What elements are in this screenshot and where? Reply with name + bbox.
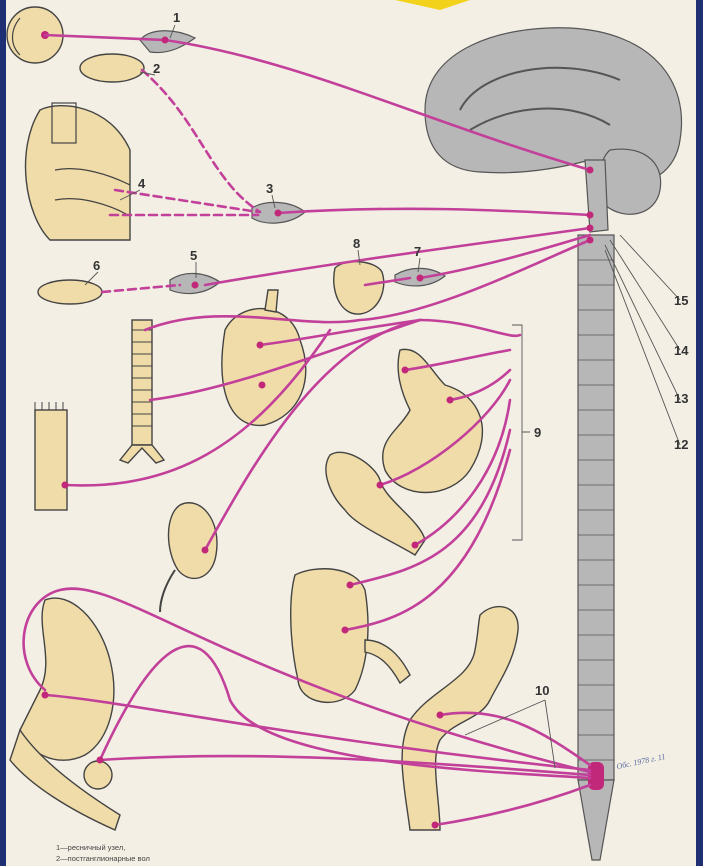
yellow-pointer-mark xyxy=(395,0,470,10)
stomach xyxy=(383,349,483,492)
caption-line-2: 2—постганглионарные вол xyxy=(56,854,150,863)
heart xyxy=(222,309,306,426)
cauda-equina xyxy=(578,780,614,860)
aorta xyxy=(265,290,278,312)
label-14: 14 xyxy=(674,343,689,358)
caption-line-1: 1—ресничный узел, xyxy=(56,843,125,852)
label-3: 3 xyxy=(266,181,273,196)
label-7: 7 xyxy=(414,244,421,259)
label-13: 13 xyxy=(674,391,688,406)
ureter xyxy=(160,570,175,612)
label-6: 6 xyxy=(93,258,100,273)
label-2: 2 xyxy=(153,61,160,76)
spinal-segments xyxy=(578,260,614,760)
label-12: 12 xyxy=(674,437,688,452)
spinal-cord xyxy=(578,235,614,780)
prostate xyxy=(84,761,112,789)
label-5: 5 xyxy=(190,248,197,263)
skin-section xyxy=(35,402,67,510)
appendix xyxy=(365,640,410,683)
label-8: 8 xyxy=(353,236,360,251)
parotid-gland xyxy=(38,280,102,304)
cerebellum xyxy=(599,149,661,214)
label-10: 10 xyxy=(535,683,549,698)
label-9: 9 xyxy=(534,425,541,440)
submandibular-gland xyxy=(334,262,384,315)
head-section xyxy=(26,103,130,240)
label-15: 15 xyxy=(674,293,688,308)
label-4: 4 xyxy=(138,176,146,191)
label-1: 1 xyxy=(173,10,180,25)
trachea xyxy=(120,320,164,463)
lacrimal-gland xyxy=(80,54,144,82)
colon xyxy=(291,569,368,703)
